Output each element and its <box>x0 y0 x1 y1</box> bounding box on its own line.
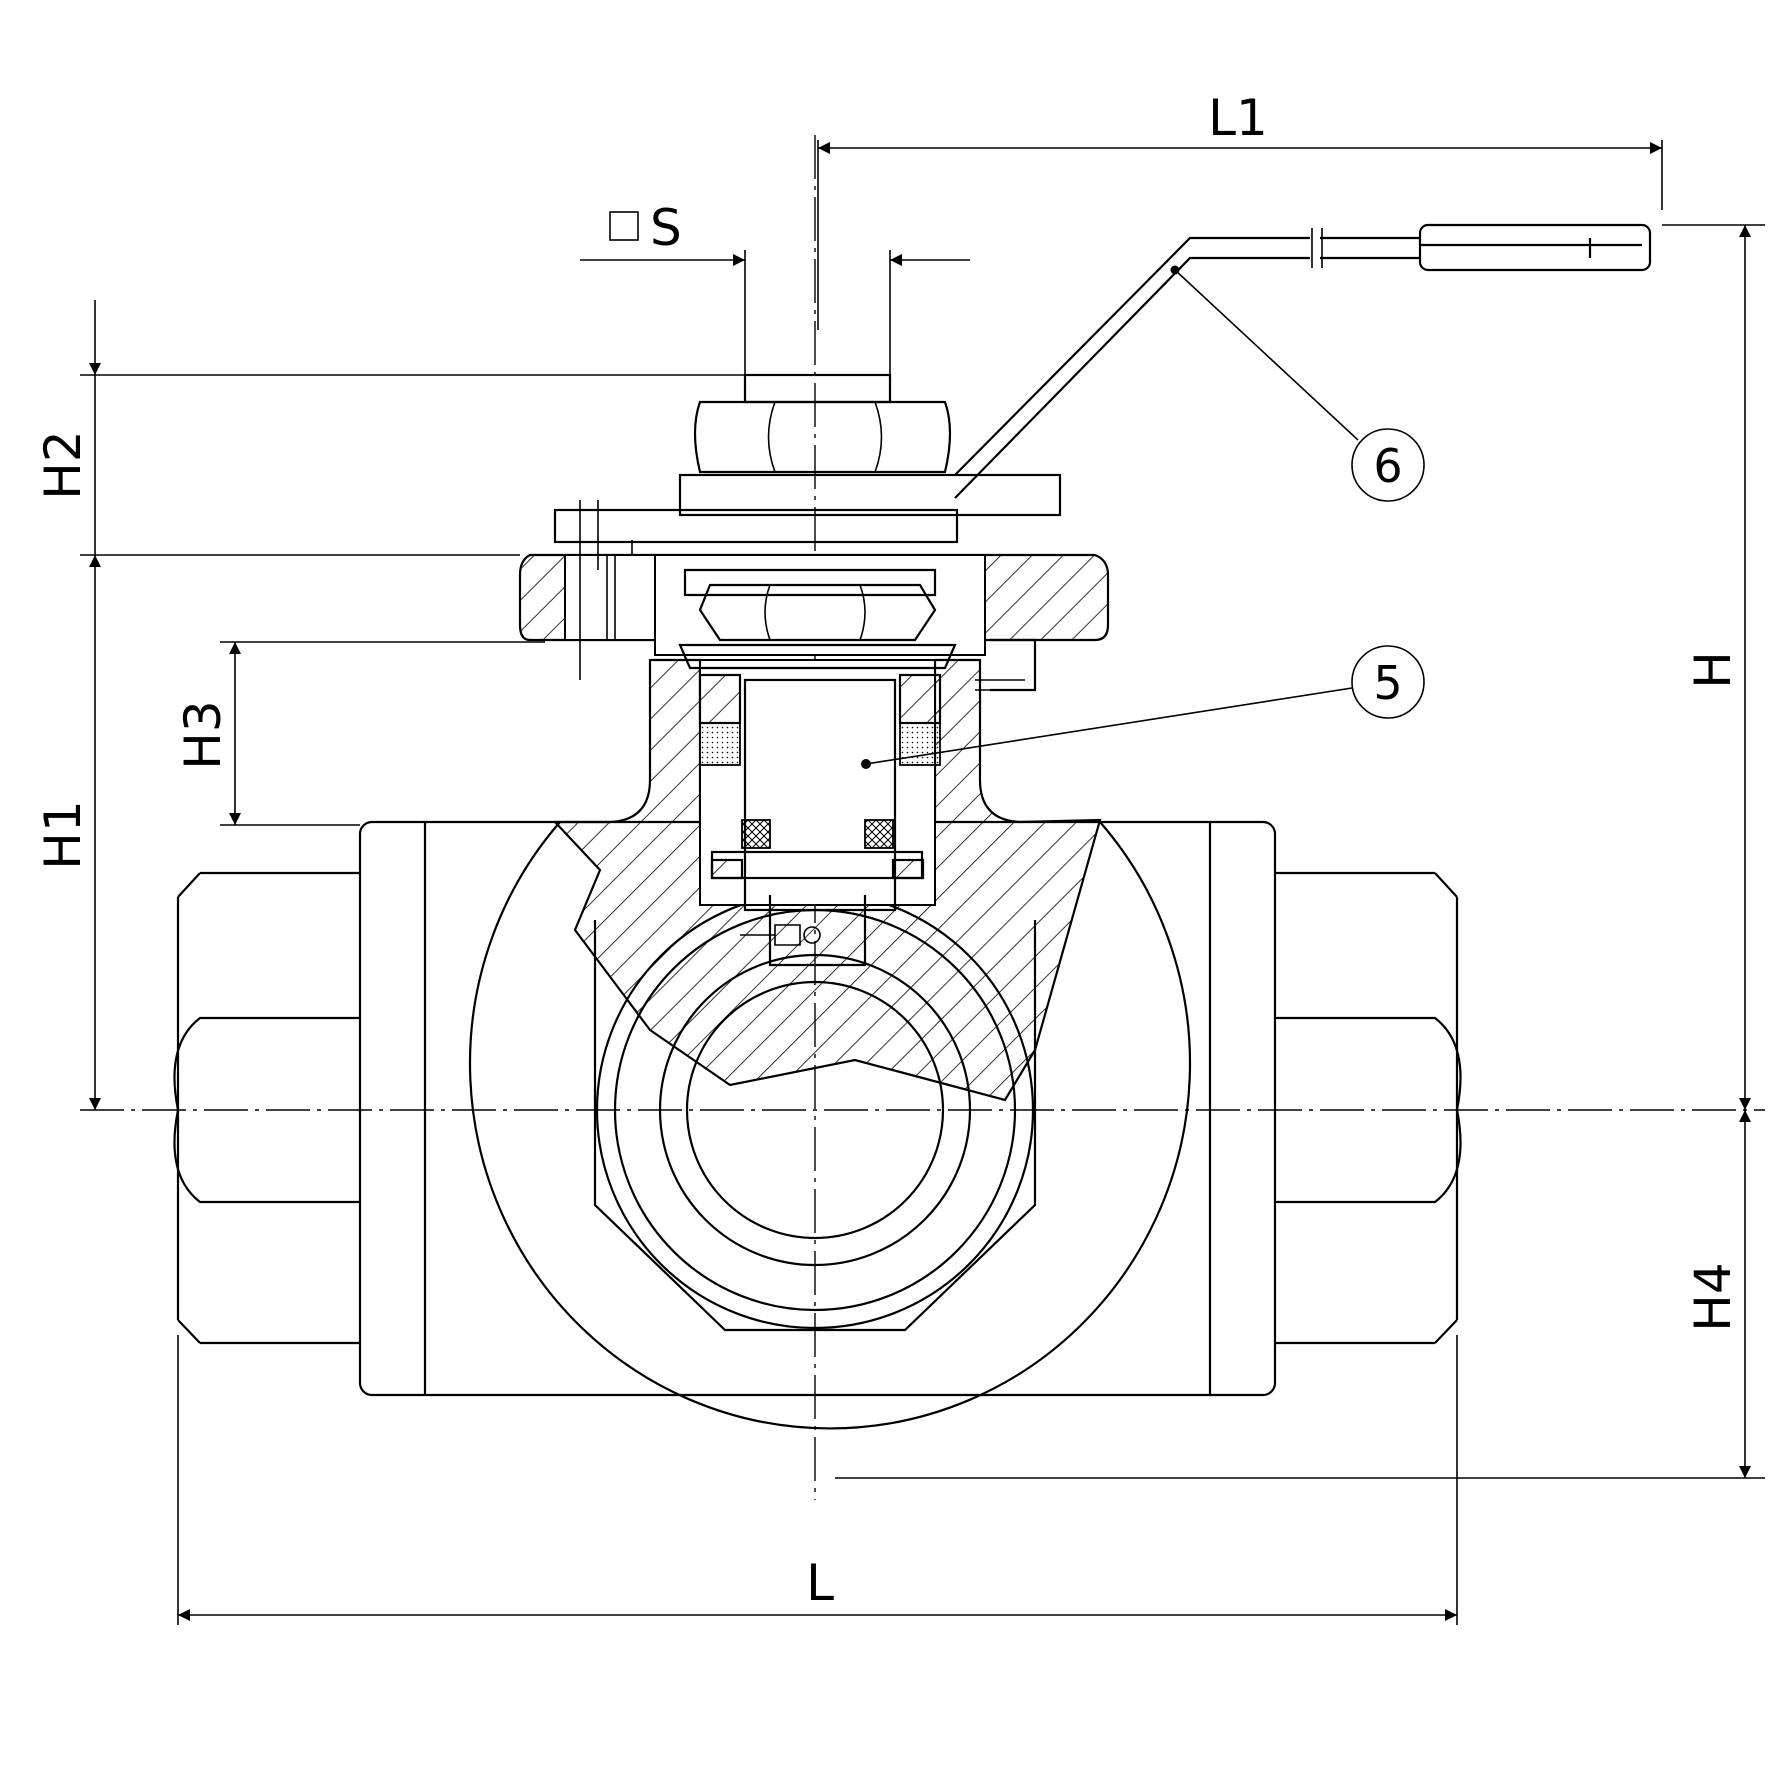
dim-H1: H1 <box>34 800 92 869</box>
dim-H4: H4 <box>1684 1262 1742 1331</box>
dim-L: L <box>806 1554 834 1612</box>
square-symbol <box>609 211 639 241</box>
balloons: 6 5 <box>861 265 1425 769</box>
dim-H3: H3 <box>174 700 232 769</box>
balloon-5: 5 <box>1373 656 1402 710</box>
dim-S: S <box>650 199 682 257</box>
dim-H: H <box>1684 651 1742 689</box>
gland-flange <box>518 500 1110 692</box>
dimensions: L1 S H H4 H2 H1 H3 L <box>34 89 1765 1625</box>
balloon-6: 6 <box>1373 439 1402 493</box>
dim-H2: H2 <box>34 430 92 499</box>
neck-section <box>552 658 1102 1102</box>
dim-L1: L1 <box>1208 89 1268 147</box>
handle <box>553 223 1652 570</box>
